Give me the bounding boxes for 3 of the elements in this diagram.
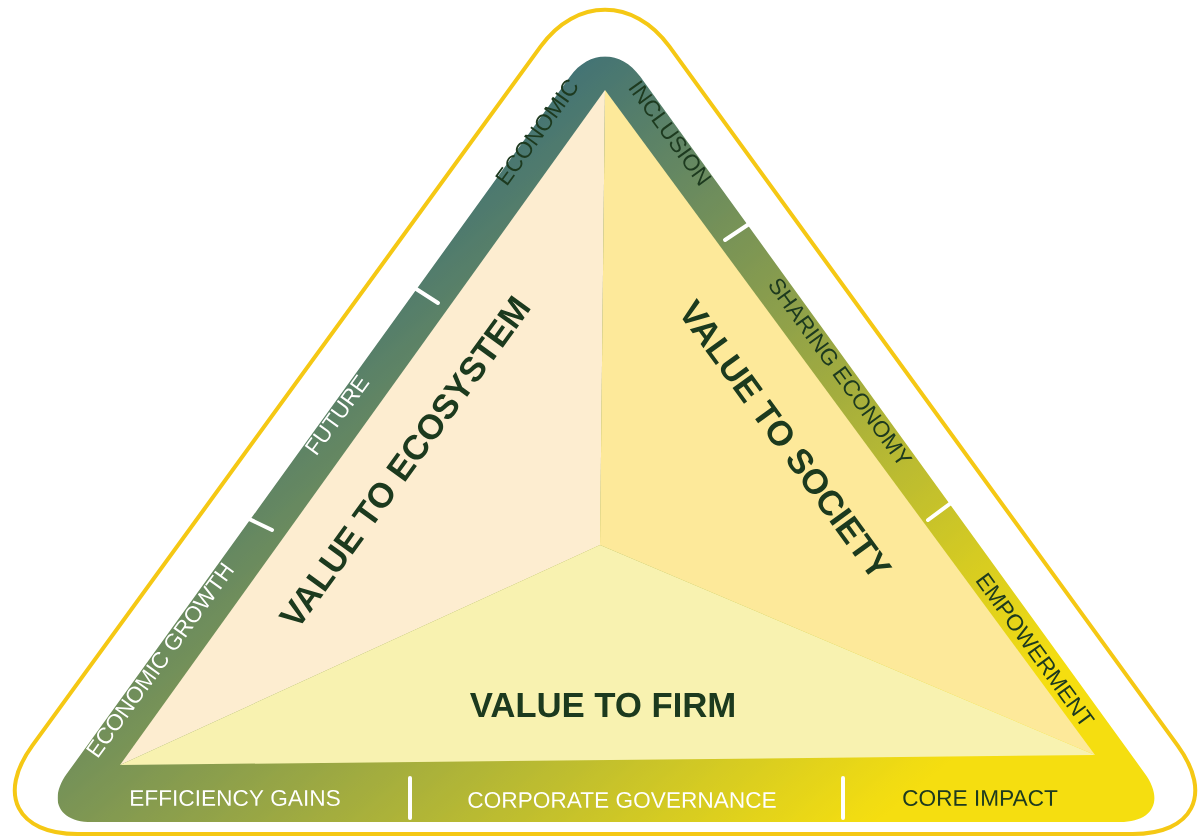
band-label: CORPORATE GOVERNANCE (468, 792, 776, 809)
band-label: EFFICIENCY GAINS (131, 790, 340, 807)
band-label: CORE IMPACT (903, 790, 1058, 807)
